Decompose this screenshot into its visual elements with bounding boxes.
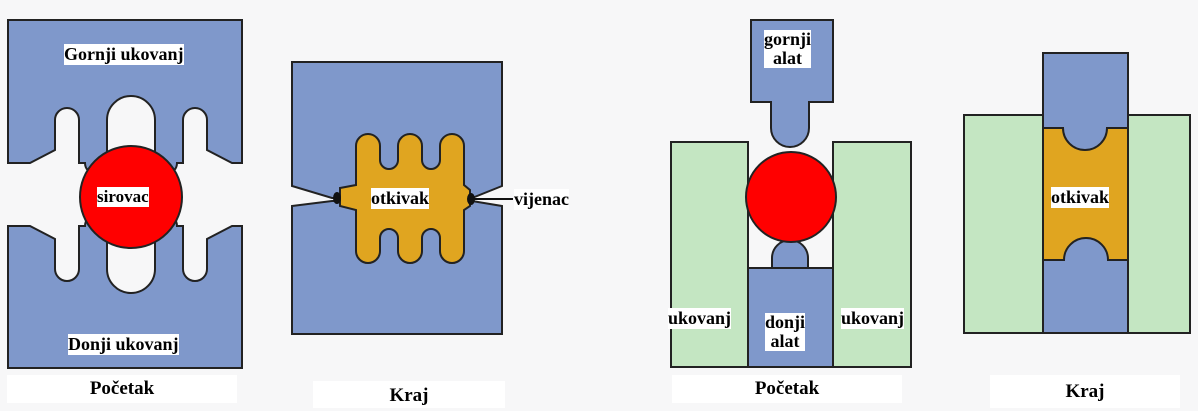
label-upper-die: Gornji ukovanj (64, 44, 184, 65)
label-die-right: ukovanj (841, 308, 905, 329)
lower-die (7, 214, 243, 369)
label-upper-tool-line-2: alat (773, 47, 802, 68)
label-flash: vijenac (514, 189, 569, 210)
die-right-block-2 (1127, 114, 1191, 334)
caption-start-2: Početak (672, 375, 902, 403)
label-lower-tool-line-2: alat (770, 330, 800, 351)
panel-open-die-end (291, 61, 513, 335)
panel-closed-die-end (963, 52, 1191, 334)
flash-left (333, 192, 341, 204)
label-forging-1: otkivak (371, 188, 430, 209)
label-die-left: ukovanj (668, 308, 732, 329)
label-upper-tool: gornji alat (764, 30, 811, 68)
die-left-block-2 (963, 114, 1044, 334)
label-lower-tool-line-1: donji (765, 312, 806, 332)
label-lower-tool: donji alat (765, 312, 806, 351)
label-forging-2: otkivak (1051, 187, 1110, 208)
die-left-block (670, 141, 749, 368)
die-right-block (832, 141, 912, 368)
label-blank: sirovac (97, 187, 149, 207)
caption-end-2: Kraj (990, 375, 1180, 408)
label-lower-die: Donji ukovanj (68, 334, 179, 355)
lower-tool (771, 239, 809, 269)
caption-start-1: Početak (7, 375, 237, 403)
caption-end-1: Kraj (313, 381, 505, 408)
label-upper-tool-line-1: gornji (764, 29, 811, 49)
blank-workpiece-2 (745, 151, 837, 243)
